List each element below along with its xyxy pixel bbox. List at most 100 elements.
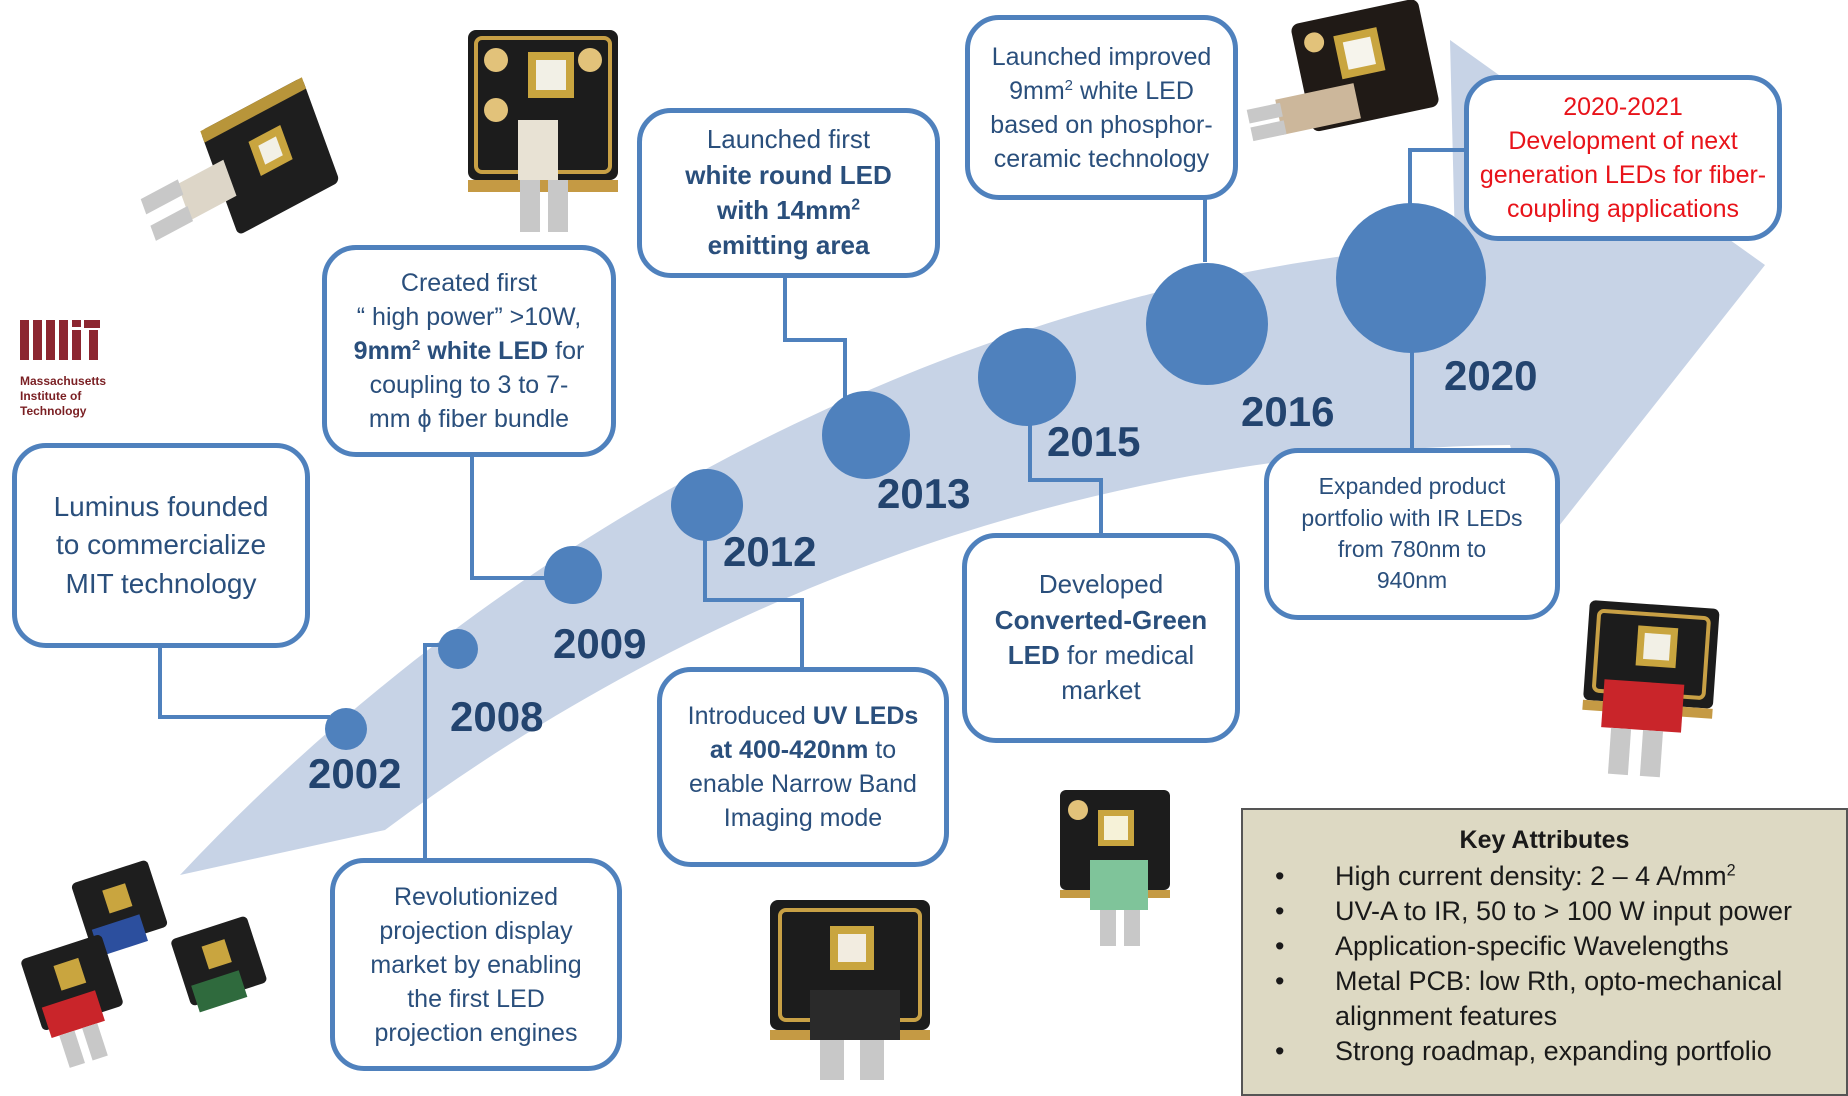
text-run: Developed [1038,569,1164,600]
text-run: Introduced [687,702,813,730]
bullet: • [1275,896,1285,926]
superscript-text: 2 [412,337,421,354]
text-run: mm ϕ fiber bundle [368,405,570,433]
year-label-2012: 2012 [723,528,817,575]
node-2002 [325,708,367,750]
led-product-image-3 [1246,0,1439,142]
milestone-text-line: MIT technology [66,565,257,603]
milestone-box-2009: Created first“ high power” >10W,9mm2 whi… [322,245,616,457]
text-run: 2020-2021 [1563,93,1683,121]
text-run: the first LED [407,984,545,1013]
text-run: to [868,736,897,764]
mit-logo-line: Institute of [20,389,82,403]
milestone-text-line: “ high power” >10W, [357,300,581,334]
text-run: for [548,337,585,365]
bullet: • [1275,966,1285,996]
key-attributes-panel: Key Attributes •High current density: 2 … [1241,808,1848,1096]
node-2020 [1336,203,1486,353]
connector-2020-future [1408,148,1465,215]
text-run: LED [1007,640,1060,670]
milestone-text-line: based on phosphor- [990,108,1212,142]
led-product-image-1 [140,77,339,241]
bullet: • [1275,861,1285,891]
text-run: white round LED [685,159,892,190]
year-label-2002: 2002 [308,750,402,797]
text-run: Metal PCB: low Rth, opto-mechanical alig… [1335,966,1783,1031]
mit-logo-line: Technology [20,404,87,418]
milestone-text-line: coupling to 3 to 7- [370,368,569,402]
mit-logo-mark [20,320,100,360]
milestone-text-line: mm ϕ fiber bundle [369,402,569,436]
superscript-text: 2 [1064,76,1073,94]
text-run: Launched improved [991,42,1212,71]
text-run: “ high power” >10W, [356,303,582,331]
text-run: market by enabling [370,950,582,979]
text-run: UV LEDs [812,702,919,730]
connector-2012 [703,505,804,670]
text-run: 9mm [353,337,413,365]
milestone-text-line: from 780nm to [1338,534,1486,565]
bullet: • [1275,1036,1285,1066]
text-run: UV-A to IR, 50 to > 100 W input power [1335,896,1792,926]
text-run: Launched first [706,124,871,155]
year-label-2015: 2015 [1047,418,1141,465]
milestone-text-line: with 14mm2 [717,193,860,228]
milestone-box-2012: Introduced UV LEDs at 400-420nm to enable … [657,667,949,867]
node-2016 [1146,263,1268,385]
text-run: ceramic technology [993,144,1210,173]
node-2015 [978,328,1076,426]
superscript-text: 2 [851,196,861,214]
led-product-image-6 [770,900,930,1080]
text-run: Converted-Green [994,604,1208,635]
led-product-image-5 [1060,790,1170,946]
year-label-2013: 2013 [877,470,971,517]
milestone-text-line: market by enabling [370,948,581,982]
text-run: High current density: 2 – 4 A/mm [1335,861,1727,891]
milestone-text-line: Created first [401,266,537,300]
text-run: Imaging mode [723,804,883,832]
milestone-text-line: Converted-Green [995,603,1207,638]
key-attribute-item: • High current density: 2 – 4 A/mm2 [1243,859,1846,894]
timeline-arrow [180,40,1765,875]
led-product-image-2 [468,30,618,232]
superscript-text: 2 [1726,861,1736,880]
milestone-text-line: LED for medical [1008,638,1194,673]
bullet: • [1275,931,1285,961]
text-run: generation LEDs for fiber- [1479,161,1767,189]
key-attribute-item: • Metal PCB: low Rth, opto-mechanical ali… [1243,964,1846,1034]
text-run: at 400-420nm [709,736,869,764]
milestone-text-line: coupling applications [1507,192,1739,226]
milestone-text-line: to commercialize [56,526,266,564]
node-2013 [822,391,910,479]
milestone-text-line: 9mm2 white LED [1009,74,1194,108]
text-run: white LED [1073,76,1194,105]
text-run: with 14mm [716,195,852,225]
text-run: market [1061,675,1141,706]
milestone-text-line: enable Narrow Band [689,767,917,801]
milestone-text-line: Developed [1039,567,1163,602]
year-label-2016: 2016 [1241,388,1335,435]
milestone-text-line: market [1061,673,1140,708]
text-run: Strong roadmap, expanding portfolio [1335,1036,1772,1066]
text-run: Revolutionized [394,882,558,911]
connector-2002 [158,645,330,719]
text-run: Development of next [1508,127,1738,155]
milestone-text-line: Launched first [707,122,870,157]
key-attribute-item: •Application-specific Wavelengths [1243,929,1846,964]
milestone-text-line: the first LED [407,982,545,1016]
milestone-text-line: white round LED [685,158,892,193]
led-product-image-4 [1582,600,1720,778]
milestone-text-line: projection engines [375,1016,578,1050]
milestone-text-line: Luminus founded [54,488,269,526]
text-run: from 780nm to [1337,536,1487,562]
node-2009 [544,546,602,604]
text-run: MIT technology [65,567,257,599]
key-attributes-list: • High current density: 2 – 4 A/mm2 • UV-A … [1243,859,1846,1069]
